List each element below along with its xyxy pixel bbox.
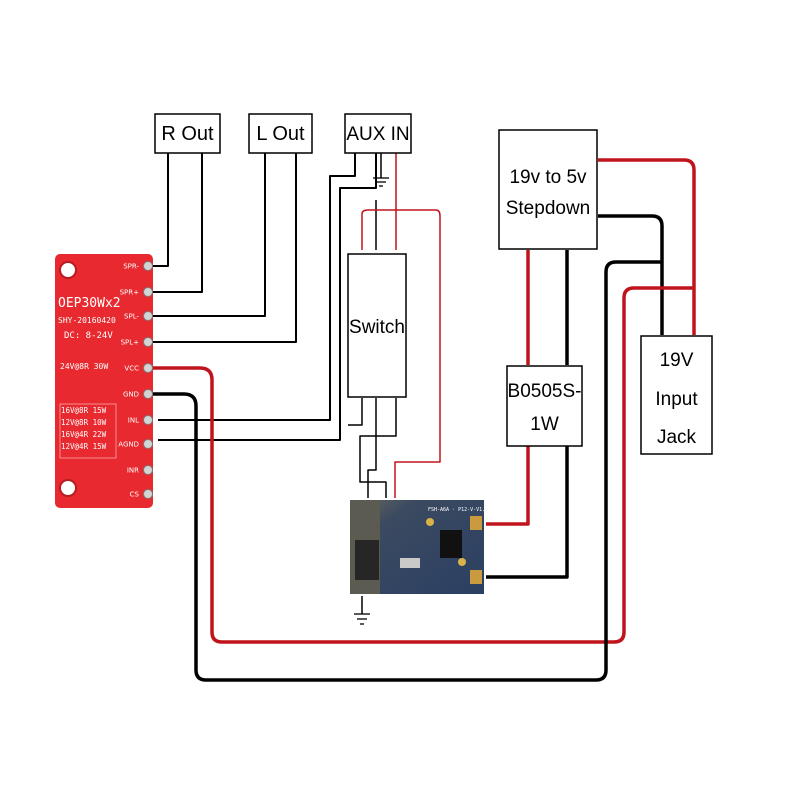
input-jack-label-line1: 19V xyxy=(660,350,694,371)
mount-hole-top xyxy=(59,261,77,279)
pin-label-1: SPR+ xyxy=(120,289,140,297)
pin-header-9 xyxy=(143,489,153,499)
mount-hole-bottom xyxy=(59,479,77,497)
bt-ground-pad xyxy=(470,570,482,584)
pin-label-7: AGND xyxy=(118,441,139,449)
bt-component xyxy=(400,558,420,568)
bt-pad-1 xyxy=(458,558,466,566)
amp-spec-0: 24V@8R 30W xyxy=(60,362,108,371)
pin-header-3 xyxy=(143,337,153,347)
wire-aux-signal-2 xyxy=(158,148,377,441)
wire-jack-to-vcc-red xyxy=(152,286,694,644)
pin-header-5 xyxy=(143,389,153,399)
pin-label-5: GND xyxy=(123,391,139,399)
aux-in-label: AUX IN xyxy=(346,124,409,145)
bt-ground-symbol xyxy=(354,613,370,625)
pin-label-8: INR xyxy=(127,467,139,475)
wires xyxy=(152,148,696,682)
amp-spec-4: 12V@4R 15W xyxy=(61,442,107,451)
wire-jack-to-gnd-black xyxy=(152,260,662,682)
amp-spec-3: 16V@4R 22W xyxy=(61,430,107,439)
wire-jack-to-step-black xyxy=(598,214,664,335)
wire-spl-minus xyxy=(152,148,266,317)
wire-switch-red-loop xyxy=(361,209,441,505)
pin-label-0: SPR- xyxy=(123,263,139,271)
pin-label-4: VCC xyxy=(124,365,139,373)
b0505-box: B0505S- 1W xyxy=(506,365,583,447)
amp-pin-group: SPR- SPR+ SPL- SPL+ VCC GND INL AGND INR CS xyxy=(118,261,153,499)
wire-switch-out-3 xyxy=(359,398,397,540)
amp-spec-frame xyxy=(59,403,117,459)
input-jack-label-line2: Input xyxy=(655,389,698,410)
wire-b0505-to-bt-black xyxy=(476,446,569,579)
pin-label-6: INL xyxy=(128,417,139,425)
bt-board: FSH-A6A · P12-V-V1.1 xyxy=(348,498,488,596)
pin-header-2 xyxy=(143,311,153,321)
wire-spr-minus xyxy=(152,148,169,267)
wire-b0505-to-bt-red xyxy=(476,446,530,526)
stepdown-label-line1: 19v to 5v xyxy=(509,167,587,188)
amp-code: SHY-20160420 xyxy=(58,316,116,325)
pin-label-3: SPL+ xyxy=(121,339,140,347)
switch-label: Switch xyxy=(349,317,405,338)
pin-header-8 xyxy=(143,465,153,475)
pin-header-7 xyxy=(143,439,153,449)
bt-chip xyxy=(440,530,462,558)
amp-spec-2: 12V@8R 10W xyxy=(61,418,107,427)
stepdown-label-line2: Stepdown xyxy=(506,198,591,219)
amp-board: OEP30Wx2 SHY-20160420 DC: 8-24V 24V@8R 3… xyxy=(55,254,153,508)
b0505-label-line2: 1W xyxy=(530,414,559,435)
r-out-box: R Out xyxy=(154,113,221,154)
pin-header-4 xyxy=(143,363,153,373)
bt-jack-socket xyxy=(355,540,379,580)
wire-spr-plus xyxy=(152,148,203,293)
l-out-box: L Out xyxy=(248,113,313,154)
wire-jack-to-step-red xyxy=(598,158,696,335)
pin-header-6 xyxy=(143,415,153,425)
b0505-label-line1: B0505S- xyxy=(508,381,582,402)
switch-box: Switch xyxy=(347,253,407,398)
amp-spec-1: 16V@8R 15W xyxy=(61,406,107,415)
wire-switch-out-1 xyxy=(348,398,363,426)
input-jack-box: 19V Input Jack xyxy=(640,335,713,455)
l-out-label: L Out xyxy=(256,123,305,145)
bt-power-pad xyxy=(470,516,482,530)
pin-header-0 xyxy=(143,261,153,271)
stepdown-box: 19v to 5v Stepdown xyxy=(498,129,598,250)
bt-silk: FSH-A6A · P12-V-V1.1 xyxy=(428,507,488,513)
aux-ground-symbol xyxy=(373,177,389,187)
pin-label-2: SPL- xyxy=(124,313,139,321)
aux-in-box: AUX IN xyxy=(344,113,412,154)
pin-header-1 xyxy=(143,287,153,297)
amp-model: OEP30Wx2 xyxy=(58,296,121,311)
pin-label-9: CS xyxy=(130,491,140,499)
input-jack-label-line3: Jack xyxy=(657,427,697,448)
wire-aux-signal-1 xyxy=(158,148,356,421)
amp-dc: DC: 8-24V xyxy=(64,331,113,341)
wire-spl-plus xyxy=(152,148,297,343)
bt-pad-2 xyxy=(426,518,434,526)
r-out-label: R Out xyxy=(161,123,214,145)
